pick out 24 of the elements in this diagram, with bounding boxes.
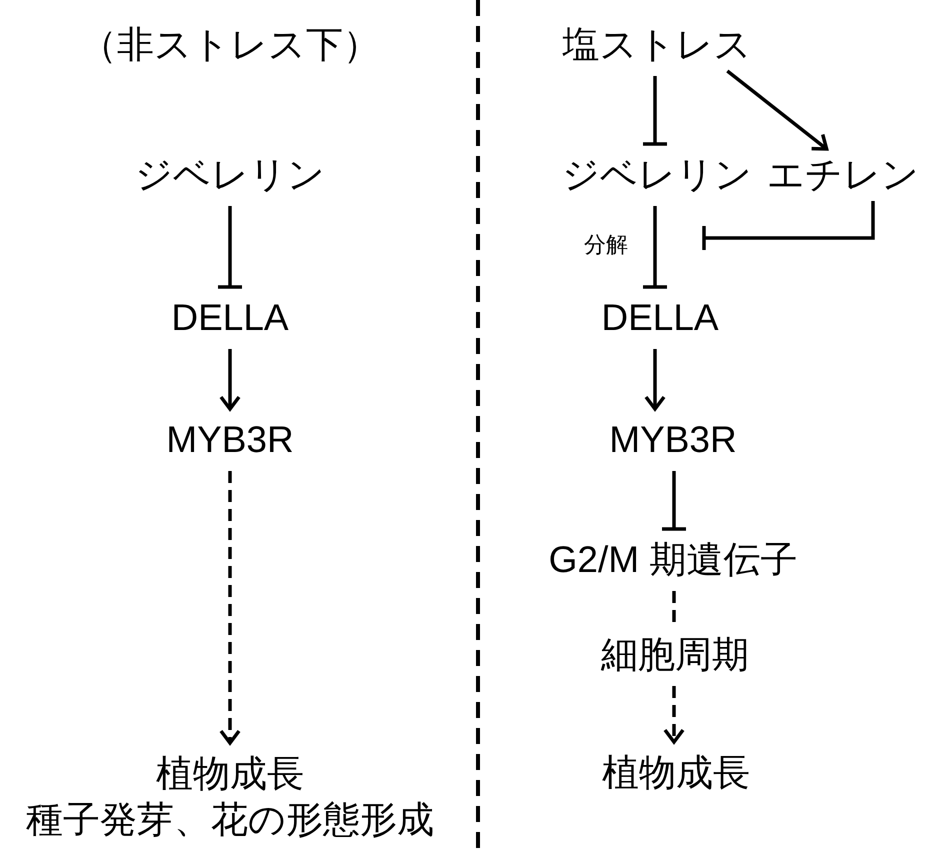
node-label: 細胞周期	[601, 633, 749, 677]
node-label: DELLA	[601, 296, 719, 340]
inhibition-line	[660, 471, 688, 531]
node-label: エチレン	[767, 153, 919, 197]
node-label: MYB3R	[609, 418, 737, 462]
node-label: ジベレリン	[562, 153, 752, 197]
inhibition-line	[702, 201, 875, 252]
node-label: DELLA	[171, 296, 289, 340]
arrow	[219, 349, 241, 411]
arrow	[644, 349, 666, 411]
node-label: 植物成長	[155, 752, 305, 796]
connector-line	[672, 591, 676, 624]
node-label: 種子発芽、花の形態形成	[26, 798, 434, 842]
arrow	[663, 686, 685, 744]
arrow	[726, 70, 828, 151]
inhibition-line	[641, 76, 669, 146]
inhibition-line	[216, 206, 244, 289]
inhibition-line	[641, 206, 669, 289]
arrow	[219, 471, 241, 745]
node-label: ジベレリン	[135, 153, 325, 197]
node-label: 植物成長	[602, 751, 750, 795]
node-label: 塩ストレス	[562, 23, 752, 67]
node-label: MYB3R	[166, 418, 294, 462]
node-label: G2/M 期遺伝子	[548, 538, 798, 582]
